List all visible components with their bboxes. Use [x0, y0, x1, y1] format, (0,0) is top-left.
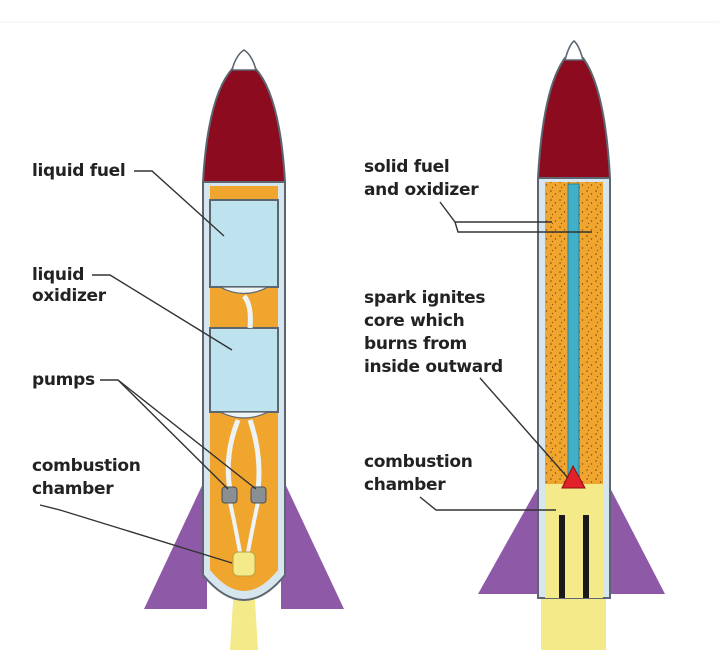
pipe-to-chamber — [228, 501, 260, 553]
label-combustion-line2: chamber — [32, 479, 114, 499]
label-pumps: pumps — [32, 370, 95, 390]
nozzle-bar-left — [559, 515, 565, 598]
oxidizer-tank-dome — [219, 411, 269, 419]
fuel-feed-pipe — [242, 294, 253, 329]
liquid-fuel-tank — [209, 199, 279, 288]
label-liquid-fuel: liquid fuel — [32, 161, 125, 181]
label-spark-line1: spark ignites — [364, 288, 485, 308]
liquid-nose-tip — [230, 49, 258, 71]
label-spark-line2: core which — [364, 311, 464, 331]
solid-combustion-area — [545, 484, 603, 598]
leader-solid-lower — [454, 221, 592, 233]
solid-right-fin — [605, 478, 665, 594]
leader-liquid-oxidizer — [92, 274, 233, 351]
solid-rocket — [478, 39, 665, 650]
label-solid-combustion-line1: combustion — [364, 452, 473, 472]
leader-spark — [479, 377, 569, 479]
solid-left-fin — [478, 478, 543, 594]
pump-left — [221, 486, 238, 504]
label-liquid-oxidizer-line2: oxidizer — [32, 286, 107, 306]
leader-solid-combustion — [419, 496, 556, 511]
label-solid-line2: and oxidizer — [364, 180, 479, 200]
pump-right — [250, 486, 267, 504]
liquid-labels: liquid fuel liquid oxidizer pumps combus… — [32, 161, 257, 564]
label-solid-line1: solid fuel — [364, 157, 449, 177]
label-combustion-line1: combustion — [32, 456, 141, 476]
liquid-exhaust-flame — [230, 585, 258, 650]
solid-exhaust-plume — [541, 598, 606, 650]
leader-combustion — [39, 504, 233, 564]
liquid-rocket — [144, 49, 344, 650]
pipe-left — [225, 419, 241, 491]
label-liquid-oxidizer-line1: liquid — [32, 265, 84, 285]
solid-nose-cone — [536, 57, 612, 179]
liquid-left-fin — [144, 475, 207, 609]
fuel-tank-dome — [219, 286, 269, 295]
solid-core — [567, 183, 580, 487]
solid-labels: solid fuel and oxidizer spark ignites co… — [364, 157, 592, 511]
leader-liquid-fuel — [134, 170, 225, 237]
liquid-nose-cone — [201, 67, 287, 183]
liquid-right-fin — [281, 475, 344, 609]
leader-pumps-right — [117, 379, 257, 490]
liquid-combustion-chamber — [232, 551, 256, 577]
label-solid-combustion-line2: chamber — [364, 475, 446, 495]
solid-nose-tip — [563, 39, 585, 61]
nozzle-bar-right — [583, 515, 589, 598]
label-spark-line3: burns from — [364, 334, 467, 354]
label-spark-line4: inside outward — [364, 357, 503, 377]
liquid-oxidizer-tank — [209, 327, 279, 413]
pipe-right — [247, 419, 262, 491]
leader-solid-upper — [439, 201, 552, 223]
